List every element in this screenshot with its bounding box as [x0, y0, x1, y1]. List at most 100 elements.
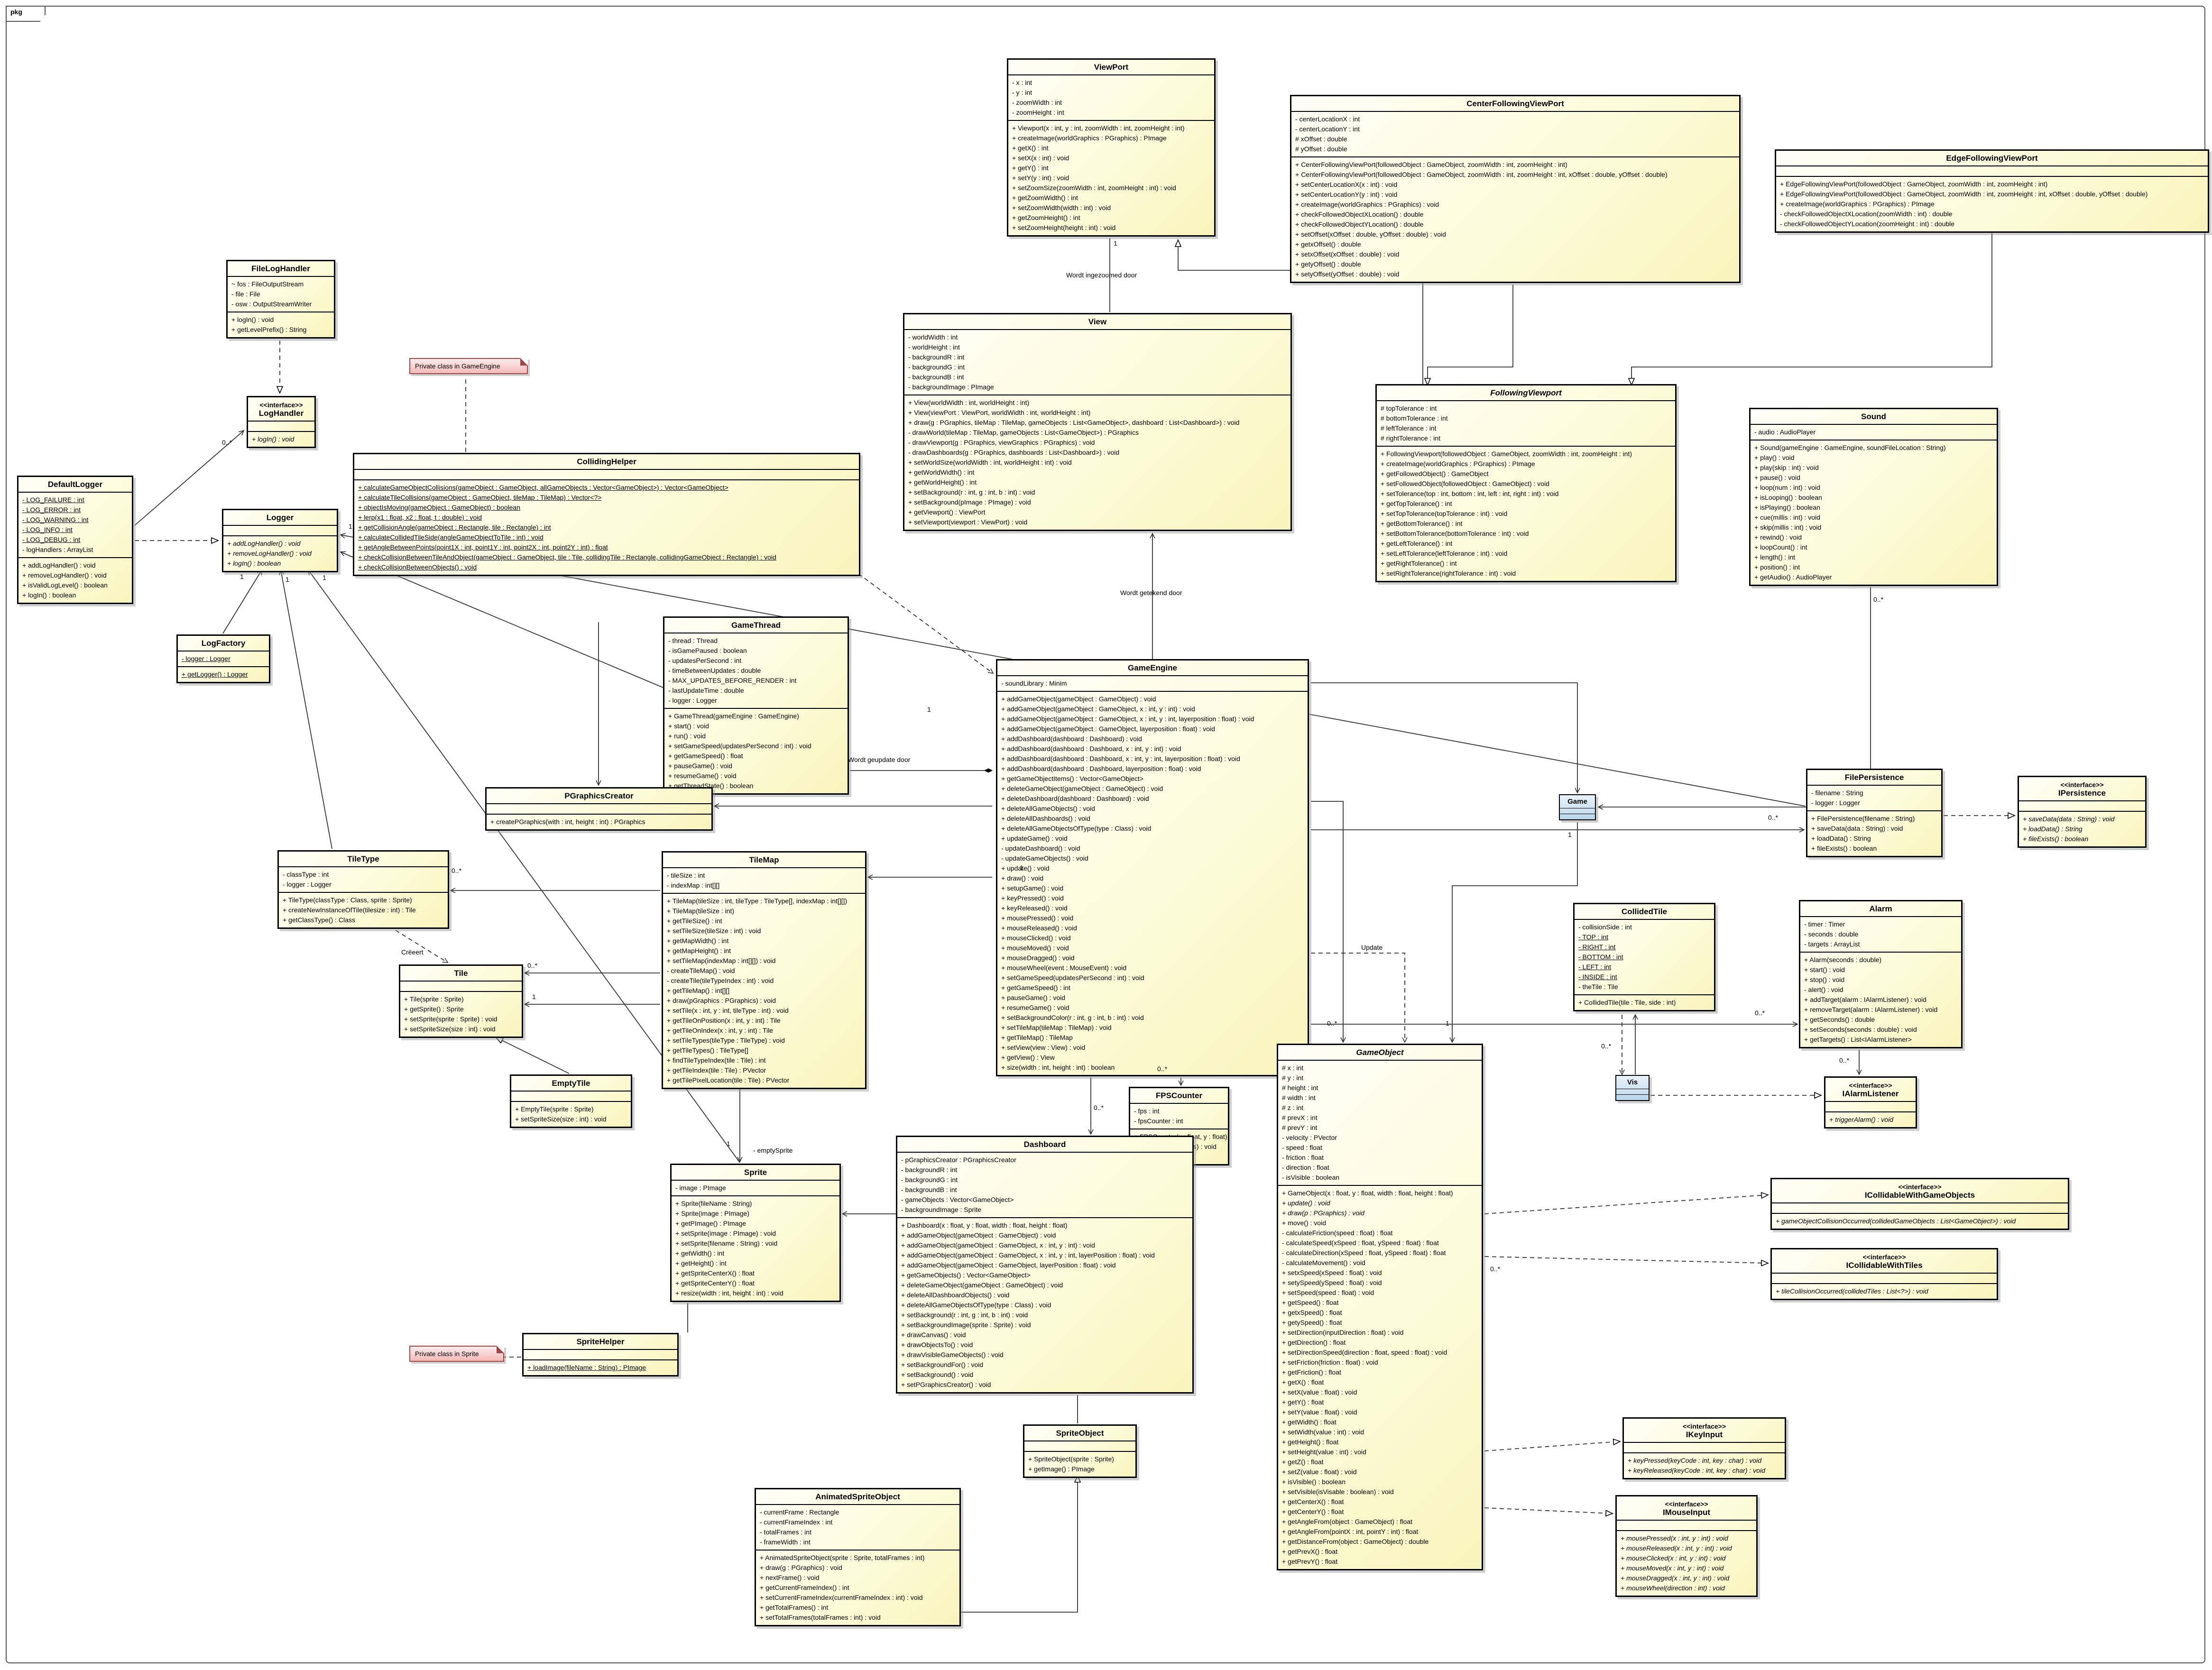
- class-member: + getSprite() : Sprite: [404, 1005, 464, 1013]
- class-member: + AnimatedSpriteObject(sprite : Sprite, …: [760, 1554, 925, 1561]
- class-IPersistence[interactable]: <<interface>>IPersistence+ saveData(data…: [2018, 776, 2147, 848]
- class-member: + setView(view : View) : void: [1001, 1044, 1086, 1051]
- class-View[interactable]: View- worldWidth : int- worldHeight : in…: [903, 313, 1292, 531]
- class-member: + draw(g : PGraphics) : void: [760, 1564, 842, 1571]
- class-member: + getImage() : PImage: [1028, 1465, 1095, 1473]
- note[interactable]: Private class in GameEngine: [409, 358, 528, 374]
- class-member: + update() : void: [1001, 864, 1050, 872]
- class-member: + getFollowedObject() : GameObject: [1381, 470, 1489, 477]
- edge[interactable]: [496, 1037, 570, 1074]
- class-TileMap[interactable]: TileMap- tileSize : int- indexMap : int[…: [662, 851, 866, 1089]
- class-member: + getLogger() : Logger: [182, 670, 248, 678]
- class-member: + CenterFollowingViewPort(followedObject…: [1295, 171, 1668, 178]
- class-CenterFollowingViewPort[interactable]: CenterFollowingViewPort- centerLocationX…: [1290, 95, 1741, 283]
- class-Alarm[interactable]: Alarm- timer : Timer- seconds : double- …: [1799, 900, 1963, 1048]
- class-member: + saveData(data : String) : void: [1811, 825, 1903, 832]
- class-Tile[interactable]: Tile+ Tile(sprite : Sprite)+ getSprite()…: [399, 964, 523, 1038]
- class-TileType[interactable]: TileType- classType : int- logger : Logg…: [277, 850, 449, 929]
- class-name: GameEngine: [1128, 663, 1177, 672]
- edge[interactable]: [1428, 284, 1513, 385]
- class-CollidingHelper[interactable]: CollidingHelper+ calculateGameObjectColl…: [353, 453, 860, 576]
- class-DefaultLogger[interactable]: DefaultLogger- LOG_FAILURE : int- LOG_ER…: [17, 476, 133, 604]
- class-SpriteObject[interactable]: SpriteObject+ SpriteObject(sprite : Spri…: [1023, 1424, 1137, 1478]
- class-member: + setHeight(value : int) : void: [1282, 1448, 1366, 1456]
- methods-compartment: + Viewport(x : int, y : int, zoomWidth :…: [1008, 120, 1214, 235]
- edge[interactable]: [858, 573, 994, 674]
- class-EmptyTile[interactable]: EmptyTile+ EmptyTile(sprite : Sprite)+ s…: [510, 1074, 632, 1128]
- class-Logger[interactable]: Logger+ addLogHandler() : void+ removeLo…: [222, 509, 338, 572]
- class-LogHandler[interactable]: <<interface>>LogHandler+ logIn() : void: [247, 396, 316, 448]
- class-member: + keyReleased(keyCode : int, key : char)…: [1628, 1467, 1765, 1474]
- class-member: - friction : float: [1282, 1154, 1324, 1161]
- class-CollidedTile[interactable]: CollidedTile- collisionSide : int- TOP :…: [1573, 903, 1715, 1011]
- class-member: + Alarm(seconds : double): [1804, 956, 1882, 963]
- class-GameEngine[interactable]: GameEngine- soundLibrary : Minim+ addGam…: [996, 659, 1309, 1076]
- class-name: Game: [1567, 798, 1587, 806]
- edge[interactable]: [279, 569, 332, 849]
- class-EdgeFollowingViewPort[interactable]: EdgeFollowingViewPort+ EdgeFollowingView…: [1775, 149, 2209, 233]
- class-member: - velocity : PVector: [1282, 1134, 1337, 1141]
- attributes-compartment: [1772, 1274, 1997, 1283]
- class-member: - calculateMovement() : void: [1282, 1259, 1365, 1266]
- class-FollowingViewport[interactable]: FollowingViewport# topTolerance : int# b…: [1375, 384, 1677, 582]
- class-SpriteHelper[interactable]: SpriteHelper+ loadImage(fileName : Strin…: [522, 1333, 679, 1376]
- class-member: # width : int: [1282, 1094, 1316, 1101]
- class-AnimatedSpriteObject[interactable]: AnimatedSpriteObject- currentFrame : Rec…: [755, 1488, 961, 1626]
- class-member: + getAngleFrom(object : GameObject) : fl…: [1282, 1518, 1413, 1525]
- class-Sound[interactable]: Sound- audio : AudioPlayer+ Sound(gameEn…: [1749, 408, 1998, 586]
- class-FileLogHandler[interactable]: FileLogHandler~ fos : FileOutputStream- …: [226, 260, 335, 339]
- class-ViewPort[interactable]: ViewPort- x : int- y : int- zoomWidth : …: [1007, 58, 1216, 237]
- note[interactable]: Private class in Sprite: [409, 1346, 504, 1362]
- edge[interactable]: [1311, 801, 1346, 1043]
- class-member: + getY() : int: [1012, 164, 1049, 172]
- class-member: - tileSize : int: [667, 872, 705, 879]
- edge[interactable]: [1449, 822, 1578, 1043]
- edge-label: 0..*: [1490, 1265, 1501, 1273]
- edge[interactable]: [1484, 1256, 1768, 1263]
- methods-compartment: + GameObject(x : float, y : float, width…: [1278, 1185, 1482, 1569]
- edge-label: 0..*: [452, 867, 462, 874]
- class-ICollidableWithGameObjects[interactable]: <<interface>>ICollidableWithGameObjects+…: [1770, 1178, 2069, 1230]
- class-Dashboard[interactable]: Dashboard- pGraphicsCreator : PGraphicsC…: [896, 1136, 1194, 1394]
- edge[interactable]: [1631, 230, 1992, 385]
- class-member: + drawCanvas() : void: [901, 1331, 966, 1339]
- class-ICollidableWithTiles[interactable]: <<interface>>ICollidableWithTiles+ tileC…: [1770, 1248, 1998, 1300]
- class-member: + getDirection() : float: [1282, 1339, 1346, 1346]
- class-member: + start() : void: [1804, 966, 1845, 973]
- class-member: + getPrevY() : float: [1282, 1558, 1338, 1565]
- class-GameObject[interactable]: GameObject# x : int# y : int# height : i…: [1277, 1044, 1483, 1570]
- edge[interactable]: [1484, 1507, 1613, 1514]
- class-member: + addGameObject(gameObject : GameObject,…: [901, 1261, 1116, 1269]
- class-name: FileLogHandler: [251, 264, 310, 273]
- class-GameThread[interactable]: GameThread- thread : Thread- isGamePause…: [663, 616, 849, 795]
- class-IAlarmListener[interactable]: <<interface>>IAlarmListener+ triggerAlar…: [1824, 1076, 1917, 1129]
- edge[interactable]: [395, 930, 449, 963]
- class-member: + getSpriteCenterY() : float: [675, 1279, 755, 1287]
- edge[interactable]: [1311, 682, 1580, 794]
- edge[interactable]: [1311, 953, 1408, 1043]
- class-IKeyInput[interactable]: <<interface>>IKeyInput+ keyPressed(keyCo…: [1622, 1417, 1786, 1479]
- class-IMouseInput[interactable]: <<interface>>IMouseInput+ mousePressed(x…: [1615, 1495, 1758, 1597]
- class-member: + deleteAllGameObjectsOfType(type : Clas…: [901, 1301, 1051, 1309]
- class-member: - worldHeight : int: [908, 343, 960, 351]
- class-member: + setBackground(pImage : PImage) : void: [908, 498, 1031, 506]
- class-member: + createImage(worldGraphics : PGraphics)…: [1780, 200, 1935, 208]
- class-PGraphicsCreator[interactable]: PGraphicsCreator+ createPGraphics(with :…: [485, 787, 713, 831]
- edge[interactable]: [961, 1476, 1078, 1613]
- class-Game[interactable]: Game: [1559, 794, 1596, 820]
- class-FilePersistence[interactable]: FilePersistence- filename : String- logg…: [1806, 769, 1943, 857]
- class-member: + CenterFollowingViewPort(followedObject…: [1295, 161, 1567, 168]
- class-member: + EmptyTile(sprite : Sprite): [515, 1105, 594, 1113]
- class-member: + setTileTypes(tileType : TileType) : vo…: [667, 1037, 785, 1044]
- edge[interactable]: [1484, 1195, 1768, 1214]
- class-member: - isVisible : boolean: [1282, 1174, 1340, 1181]
- class-name: DefaultLogger: [47, 480, 103, 489]
- class-LogFactory[interactable]: LogFactory- logger : Logger+ getLogger()…: [176, 634, 270, 683]
- class-Sprite[interactable]: Sprite- image : PImage+ Sprite(fileName …: [670, 1164, 841, 1302]
- class-member: + setBackgroundFor() : void: [901, 1361, 984, 1368]
- class-member: + setxSpeed(xSpeed : float) : void: [1282, 1269, 1382, 1276]
- stereotype-label: <<interface>>: [259, 401, 303, 409]
- edge[interactable]: [222, 569, 262, 634]
- edge[interactable]: [134, 430, 245, 526]
- class-Vis[interactable]: Vis: [1615, 1075, 1650, 1101]
